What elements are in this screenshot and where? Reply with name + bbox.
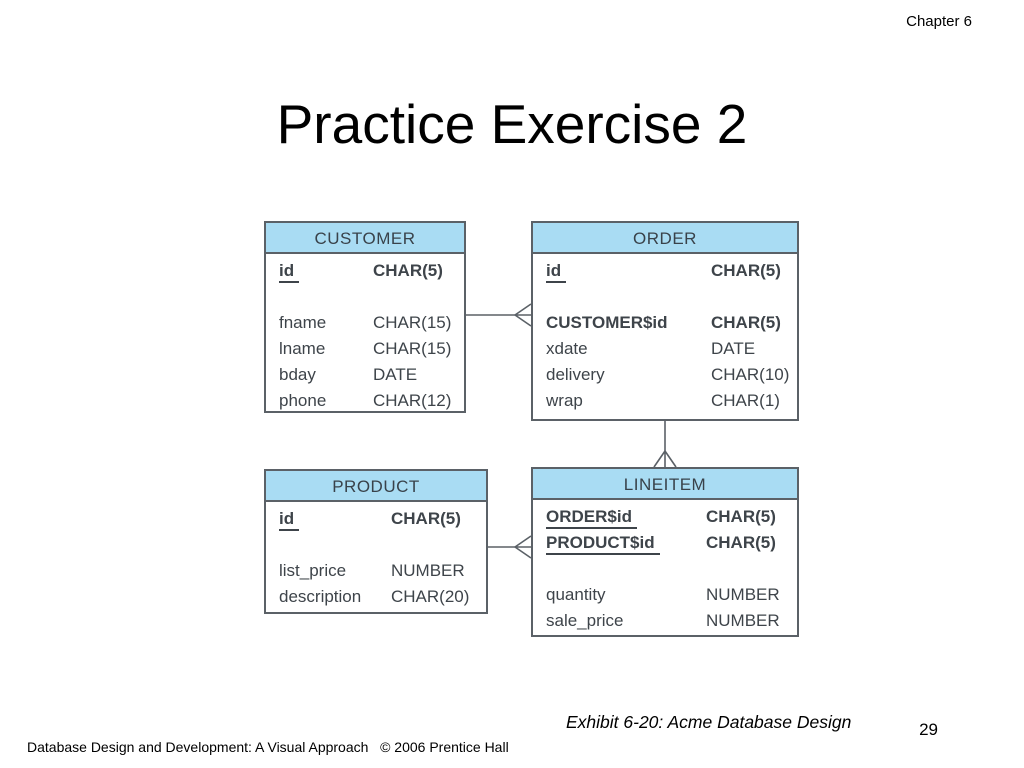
attribute-type: NUMBER [706, 585, 780, 604]
attribute-type: CHAR(10) [711, 365, 790, 384]
attribute-type: CHAR(5) [706, 507, 776, 526]
attribute-name: sale_price [546, 611, 624, 630]
attribute-type: DATE [373, 365, 418, 384]
attribute-name: id [279, 506, 391, 532]
row-spacer [546, 284, 797, 310]
attribute-row: phone CHAR(12) [279, 388, 464, 414]
attribute-name: description [279, 587, 362, 606]
attribute-type: CHAR(5) [373, 261, 443, 280]
attribute-name: ORDER$id [546, 504, 706, 530]
attribute-name: id [279, 258, 373, 284]
exhibit-caption: Exhibit 6-20: Acme Database Design [566, 712, 852, 732]
attribute-name: lname [279, 339, 326, 358]
attribute-row: list_price NUMBER [279, 558, 486, 584]
attribute-type: CHAR(1) [711, 391, 780, 410]
attribute-row: lname CHAR(15) [279, 336, 464, 362]
chapter-label: Chapter 6 [906, 13, 972, 30]
entity-header: CUSTOMER [266, 223, 464, 254]
footer-credit: Database Design and Development: A Visua… [27, 739, 509, 755]
attribute-type: CHAR(12) [373, 391, 452, 410]
connector-product-lineitem [488, 535, 532, 559]
attribute-name: CUSTOMER$id [546, 313, 668, 332]
attribute-type: NUMBER [391, 561, 465, 580]
entity-title: PRODUCT [332, 477, 420, 496]
attribute-row: CUSTOMER$id CHAR(5) [546, 310, 797, 336]
attribute-name: id [546, 258, 711, 284]
attribute-type: CHAR(5) [711, 313, 781, 332]
page-number: 29 [919, 720, 938, 739]
attribute-type: CHAR(5) [391, 509, 461, 528]
attribute-name: quantity [546, 585, 606, 604]
entity-header: LINEITEM [533, 469, 797, 500]
entity-header: PRODUCT [266, 471, 486, 502]
attribute-name: bday [279, 365, 316, 384]
slide-title: Practice Exercise 2 [276, 93, 748, 155]
attribute-row: quantity NUMBER [546, 582, 797, 608]
entity-header: ORDER [533, 223, 797, 254]
attribute-name: list_price [279, 561, 347, 580]
attribute-row: sale_price NUMBER [546, 608, 797, 634]
attribute-row: delivery CHAR(10) [546, 362, 797, 388]
connector-customer-order [466, 303, 532, 327]
entity-title: LINEITEM [623, 475, 707, 494]
attribute-type: CHAR(15) [373, 313, 452, 332]
attribute-type: CHAR(15) [373, 339, 452, 358]
attribute-name: wrap [546, 391, 583, 410]
entity-title: ORDER [633, 229, 697, 248]
attribute-name: xdate [546, 339, 588, 358]
attribute-row: wrap CHAR(1) [546, 388, 797, 414]
attribute-name: fname [279, 313, 327, 332]
attribute-type: NUMBER [706, 611, 780, 630]
row-spacer [546, 556, 797, 582]
attribute-row: bday DATE [279, 362, 464, 388]
attribute-row: fname CHAR(15) [279, 310, 464, 336]
entity-title: CUSTOMER [314, 229, 416, 248]
attribute-type: CHAR(5) [706, 533, 776, 552]
attribute-type: CHAR(20) [391, 587, 470, 606]
attribute-row: xdate DATE [546, 336, 797, 362]
attribute-row: description CHAR(20) [279, 584, 486, 610]
attribute-type: CHAR(5) [711, 261, 781, 280]
attribute-name: PRODUCT$id [546, 530, 706, 556]
attribute-name: phone [279, 391, 327, 410]
attribute-type: DATE [711, 339, 756, 358]
attribute-name: delivery [546, 365, 605, 384]
row-spacer [279, 532, 486, 558]
row-spacer [279, 284, 464, 310]
connector-order-lineitem [653, 421, 677, 468]
